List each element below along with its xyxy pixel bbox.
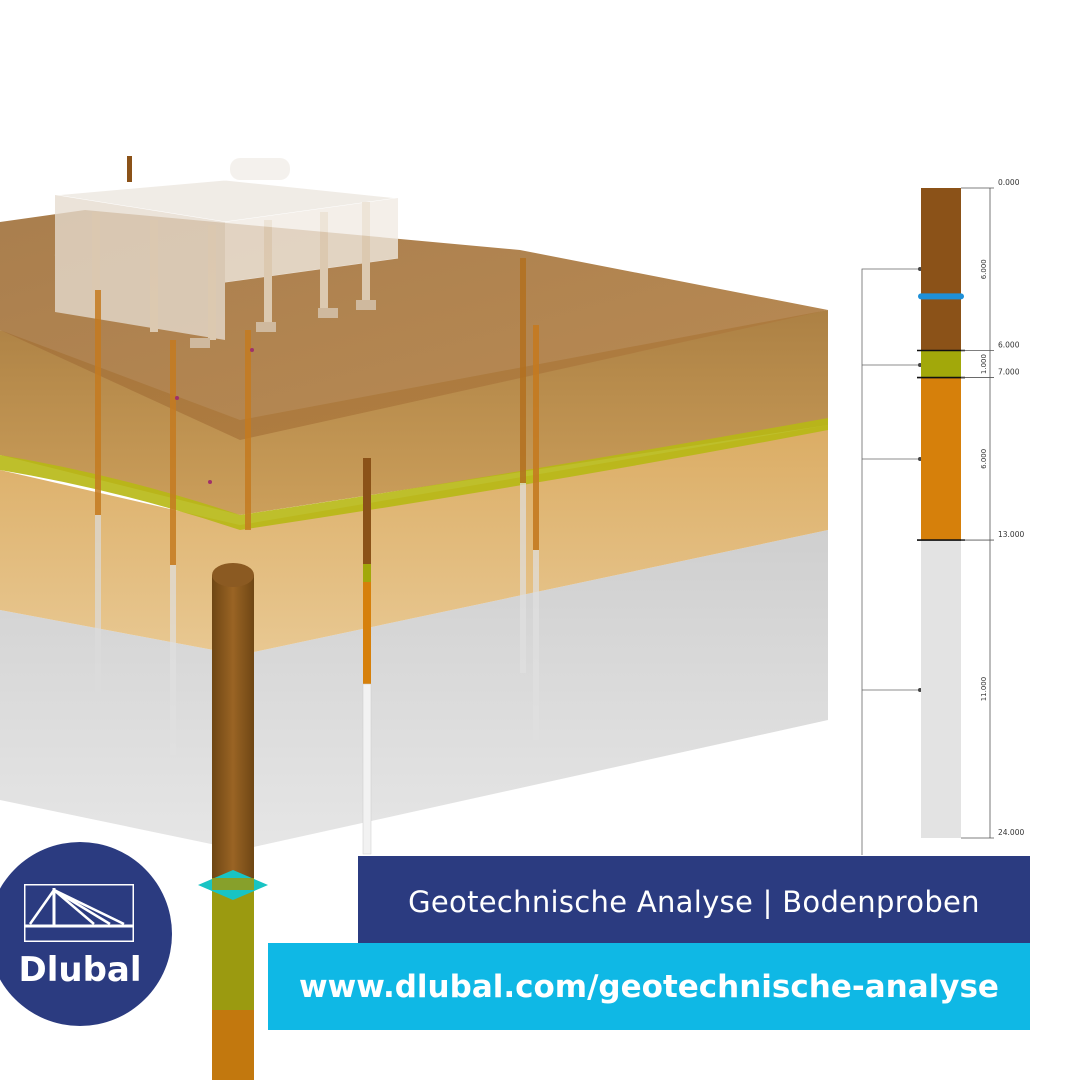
depth-label: 24.000 xyxy=(998,828,1024,837)
depth-label: 13.000 xyxy=(998,530,1024,539)
clay-layer-front xyxy=(0,310,828,515)
borehole-columns xyxy=(95,156,539,855)
depth-label: 0.000 xyxy=(998,178,1020,187)
title-banner: Geotechnische Analyse | Bodenproben xyxy=(358,856,1030,948)
profile-layers xyxy=(917,188,965,838)
layer-thickness-label: 11.000 xyxy=(980,677,988,702)
layer-thickness-label: 1.000 xyxy=(980,354,988,374)
url-banner[interactable]: www.dlubal.com/geotechnische-analyse xyxy=(268,943,1030,1030)
profile-layer-3 xyxy=(921,377,961,541)
banner-url-link[interactable]: www.dlubal.com/geotechnische-analyse xyxy=(299,968,999,1005)
groundwater-level-marker xyxy=(918,293,964,300)
foreground-borehole xyxy=(198,563,268,1080)
banner-title: Geotechnische Analyse | Bodenproben xyxy=(408,885,980,919)
soil-block xyxy=(0,210,828,852)
rock-layer-front xyxy=(0,530,828,850)
dlubal-logo[interactable]: Dlubal xyxy=(0,842,172,1026)
building-model xyxy=(54,158,399,348)
center-borehole-rock xyxy=(362,683,372,855)
depth-label: 6.000 xyxy=(998,341,1020,350)
layer-thickness-label: 6.000 xyxy=(980,449,988,469)
depth-label: 7.000 xyxy=(998,368,1020,377)
layer-thickness-label: 6.000 xyxy=(980,259,988,279)
soil-profile-column: 6.000 1.000 6.000 11.000 0.000 6.000 7.000 13.0… xyxy=(861,178,1024,855)
profile-layer-4 xyxy=(921,540,961,838)
profile-layer-1 xyxy=(921,188,961,351)
logo-text: Dlubal xyxy=(18,950,142,990)
center-borehole-clay xyxy=(363,458,371,564)
center-borehole-sand xyxy=(363,582,371,684)
profile-layer-2 xyxy=(921,350,961,378)
center-borehole-silt xyxy=(363,564,371,582)
profile-depth-axis: 6.000 1.000 6.000 11.000 0.000 6.000 7.000 13.0… xyxy=(961,178,1024,839)
bridge-icon xyxy=(24,884,134,942)
sand-layer-front xyxy=(0,425,828,655)
